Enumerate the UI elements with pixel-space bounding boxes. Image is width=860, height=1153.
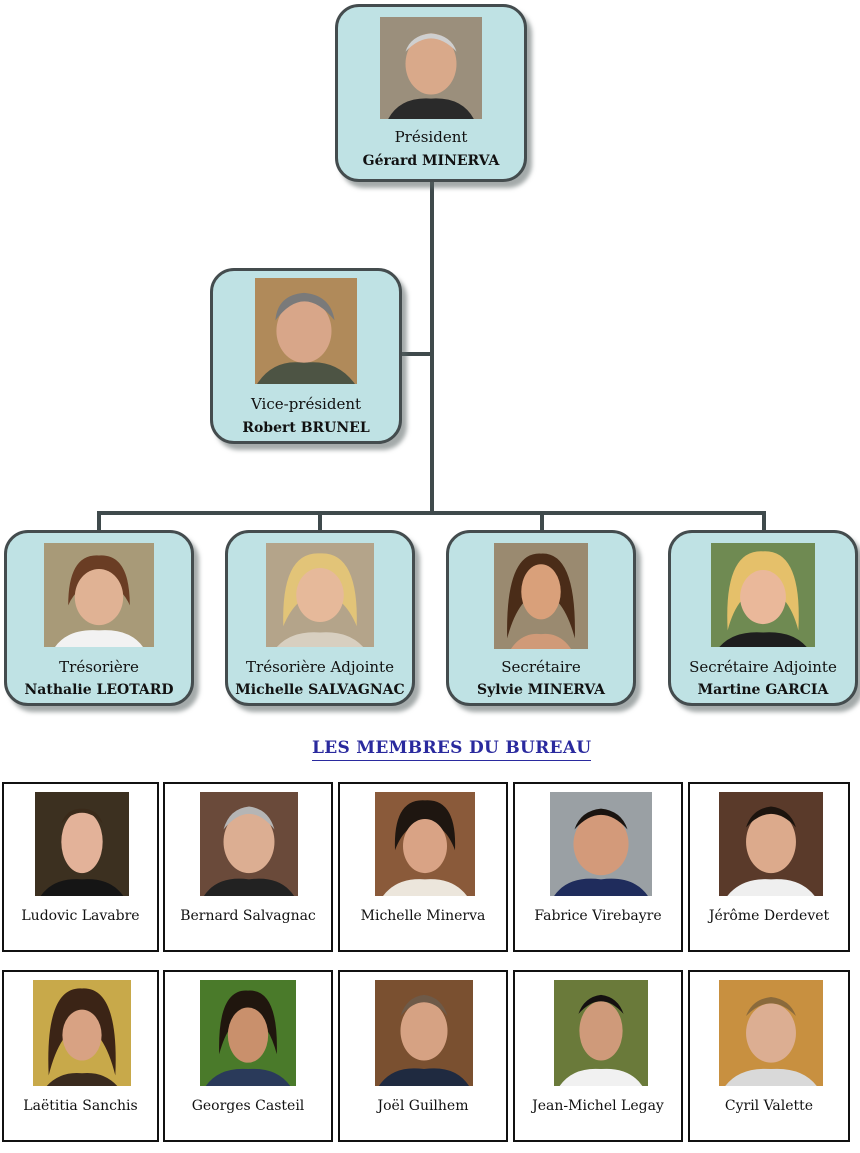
- officer-photo-treasurer: [44, 543, 154, 647]
- president-card: Président Gérard MINERVA: [335, 4, 527, 182]
- member-photo: [719, 792, 823, 896]
- member-photo: [33, 980, 131, 1086]
- member-card: Ludovic Lavabre: [2, 782, 159, 952]
- member-name: Jérôme Derdevet: [708, 908, 830, 924]
- member-name: Joël Guilhem: [377, 1098, 469, 1114]
- member-name: Cyril Valette: [724, 1098, 814, 1114]
- officer-role-treasurer: Trésorière: [59, 658, 139, 676]
- vice-president-photo: [255, 278, 357, 384]
- vice-president-card: Vice-président Robert BRUNEL: [210, 268, 402, 444]
- officer-role-assistant-treasurer: Trésorière Adjointe: [246, 658, 394, 676]
- member-name: Jean-Michel Legay: [532, 1098, 664, 1114]
- officer-photo-assistant-secretary: [711, 543, 815, 647]
- president-photo: [380, 17, 482, 119]
- connector-officer-3: [540, 511, 544, 533]
- member-name: Bernard Salvagnac: [180, 908, 316, 924]
- member-name: Laëtitia Sanchis: [23, 1098, 138, 1114]
- vice-president-role: Vice-président: [250, 395, 362, 413]
- member-photo: [550, 792, 652, 896]
- member-card: Fabrice Virebayre: [513, 782, 683, 952]
- officer-photo-assistant-treasurer: [266, 543, 374, 647]
- connector-officers-bar: [97, 511, 766, 515]
- member-name: Georges Casteil: [191, 1098, 305, 1114]
- officer-name-treasurer: Nathalie LEOTARD: [24, 682, 174, 698]
- member-photo: [554, 980, 648, 1086]
- member-photo: [200, 980, 296, 1086]
- officer-card-assistant-treasurer: Trésorière Adjointe Michelle SALVAGNAC: [225, 530, 415, 706]
- connector-vice-branch: [400, 352, 432, 356]
- member-card: Laëtitia Sanchis: [2, 970, 159, 1142]
- president-name: Gérard MINERVA: [362, 153, 500, 169]
- president-role: Président: [394, 128, 468, 146]
- officer-photo-secretary: [494, 543, 588, 649]
- connector-president-trunk: [430, 180, 434, 514]
- officer-role-assistant-secretary: Secrétaire Adjointe: [689, 658, 837, 676]
- member-card: Joël Guilhem: [338, 970, 508, 1142]
- connector-officer-2: [318, 511, 322, 533]
- officer-card-treasurer: Trésorière Nathalie LEOTARD: [4, 530, 194, 706]
- officer-name-assistant-treasurer: Michelle SALVAGNAC: [235, 682, 405, 698]
- member-card: Michelle Minerva: [338, 782, 508, 952]
- officer-card-secretary: Secrétaire Sylvie MINERVA: [446, 530, 636, 706]
- connector-officer-4: [762, 511, 766, 533]
- member-photo: [375, 980, 473, 1086]
- member-card: Jean-Michel Legay: [513, 970, 683, 1142]
- member-card: Bernard Salvagnac: [163, 782, 333, 952]
- member-card: Jérôme Derdevet: [688, 782, 850, 952]
- member-photo: [35, 792, 129, 896]
- officer-name-assistant-secretary: Martine GARCIA: [697, 682, 829, 698]
- officer-role-secretary: Secrétaire: [501, 658, 581, 676]
- member-card: Cyril Valette: [688, 970, 850, 1142]
- officer-card-assistant-secretary: Secrétaire Adjointe Martine GARCIA: [668, 530, 858, 706]
- member-name: Michelle Minerva: [360, 908, 486, 924]
- member-photo: [719, 980, 823, 1086]
- member-name: Fabrice Virebayre: [534, 908, 662, 924]
- member-card: Georges Casteil: [163, 970, 333, 1142]
- connector-officer-1: [97, 511, 101, 533]
- officer-name-secretary: Sylvie MINERVA: [476, 682, 606, 698]
- section-title: LES MEMBRES DU BUREAU: [312, 738, 592, 761]
- member-name: Ludovic Lavabre: [21, 908, 140, 924]
- vice-president-name: Robert BRUNEL: [242, 420, 370, 436]
- member-photo: [375, 792, 475, 896]
- member-photo: [200, 792, 298, 896]
